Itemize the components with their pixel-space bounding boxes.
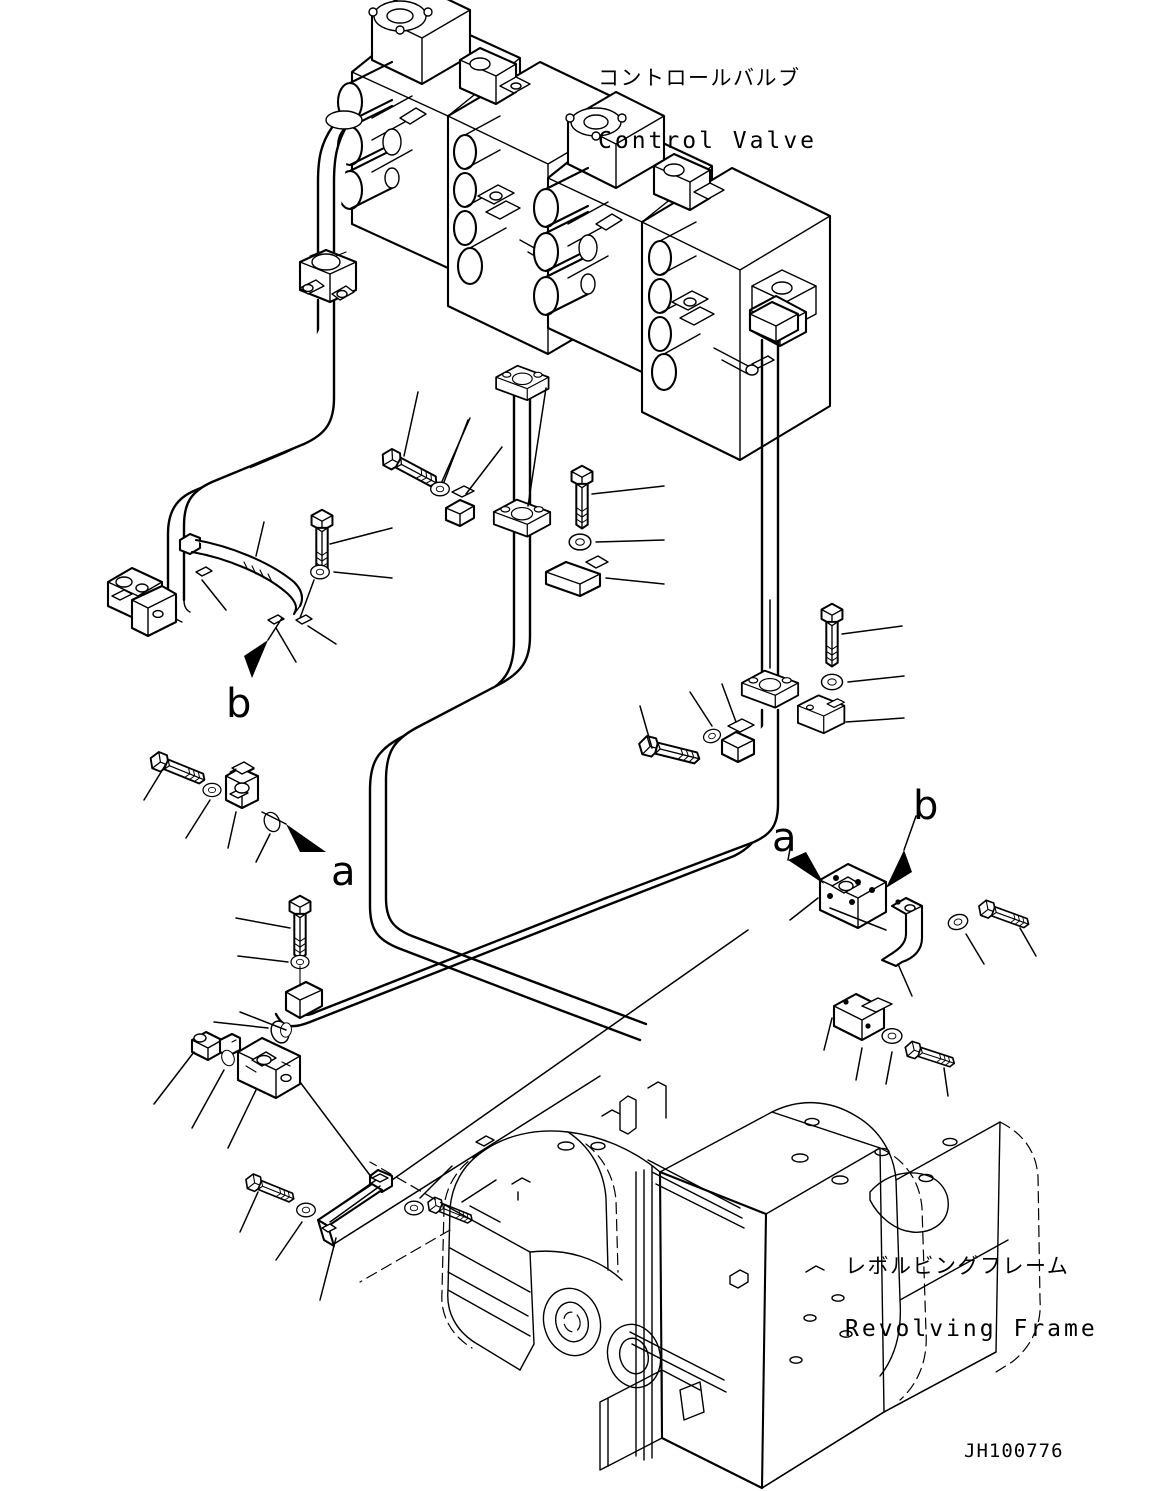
spring-washer: [568, 533, 592, 551]
fastener-group-top-mid: [377, 391, 503, 528]
spring-washer: [881, 1028, 903, 1044]
spring-washer: [404, 1200, 424, 1216]
mounting-bracket: [797, 694, 846, 735]
revolving-frame: [359, 1081, 1041, 1490]
hex-bolt: [146, 749, 209, 789]
pipe-end-group-lower-left: [213, 894, 324, 1047]
callout-b-right: b: [913, 783, 939, 829]
spring-washer: [296, 1202, 316, 1218]
hex-bolt: [377, 445, 442, 493]
spring-washer: [310, 564, 330, 580]
left-lower-fitting-block: [106, 566, 178, 638]
pipe-end-flange: [284, 980, 324, 1020]
pipe-clamp-block: [720, 718, 756, 764]
fastener-group-center-right: [527, 387, 665, 598]
mounting-bracket: [544, 555, 609, 598]
flange-valve-left: [325, 110, 363, 130]
flange-mid-center: [492, 498, 552, 538]
control-valve-block-front: [532, 90, 832, 462]
hex-bolt: [570, 464, 594, 530]
manifold-block: [818, 862, 888, 930]
plate-number: JH100776: [964, 1440, 1064, 1462]
flange: [740, 669, 800, 709]
hex-bolt: [820, 602, 844, 668]
control-valve-label-jp: コントロールバルブ: [598, 66, 801, 90]
spring-washer: [701, 726, 723, 746]
spring-washer: [430, 481, 450, 497]
revolving-frame-label-jp: レボルビングフレーム: [845, 1254, 1070, 1278]
manifold-group-lower-left: [153, 1011, 497, 1301]
hose-guard-bar: [178, 521, 337, 678]
hex-bolt: [902, 1039, 958, 1072]
hex-bolt: [975, 897, 1033, 933]
spring-washer: [945, 911, 971, 933]
spring-washer: [820, 673, 844, 691]
spring-washer: [202, 782, 222, 798]
control-valve-label: コントロールバルブ Control Valve: [598, 28, 817, 193]
clamp-group-right: [635, 599, 905, 769]
split-flange-group-left: [143, 749, 326, 863]
hex-bolt: [288, 894, 312, 960]
split-flange-half: [224, 761, 260, 810]
curved-bracket: [880, 896, 924, 968]
revolving-frame-label: レボルビングフレーム Revolving Frame: [845, 1216, 1098, 1381]
hex-bolt: [310, 508, 334, 574]
flange-upper-center: [495, 364, 550, 402]
valve-top-right-flange: [748, 300, 800, 344]
pipe-clamp-block: [444, 485, 476, 528]
revolving-frame-label-en: Revolving Frame: [845, 1316, 1098, 1343]
control-valve-label-en: Control Valve: [598, 128, 818, 155]
mounting-bracket: [832, 992, 893, 1042]
manifold-block: [236, 1036, 302, 1100]
hex-bolt: [635, 733, 703, 769]
fastener-group-left-mid: [299, 508, 393, 619]
hex-bolt: [242, 1171, 298, 1207]
callout-a-left: a: [331, 849, 356, 895]
swivel-joint: [298, 248, 358, 304]
callout-b-left: b: [226, 681, 252, 727]
cover-plate: [316, 1168, 394, 1248]
callout-a-right: a: [772, 815, 797, 861]
manifold-group-right: [787, 815, 1037, 1097]
